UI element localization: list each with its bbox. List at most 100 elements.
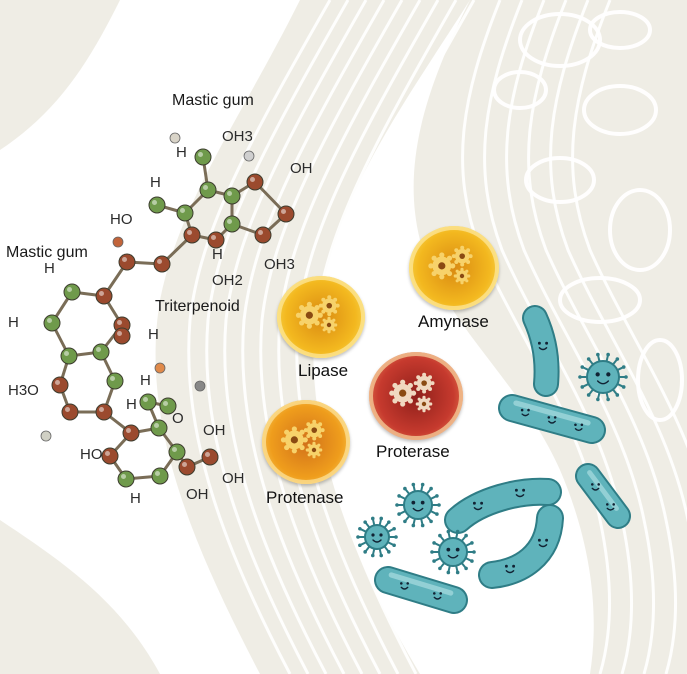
eye xyxy=(472,501,476,505)
atom-highlight xyxy=(105,451,110,456)
gear-icon xyxy=(389,372,435,413)
villus-outline xyxy=(636,338,684,422)
lipase-label: Lipase xyxy=(298,361,349,380)
eye xyxy=(537,341,541,345)
rod-bacterium-icon xyxy=(444,477,562,534)
eye xyxy=(597,483,600,486)
triterpenoid-label: Triterpenoid xyxy=(155,298,240,315)
smile xyxy=(538,347,548,351)
atom-highlight xyxy=(64,351,69,356)
intestine-fold-line xyxy=(505,0,655,674)
amylase-enzyme xyxy=(409,226,499,310)
eye xyxy=(514,488,518,492)
atom-highlight xyxy=(96,347,101,352)
gear-icon xyxy=(280,419,325,459)
hydrogen-atom xyxy=(154,362,166,374)
atom-highlight xyxy=(117,320,122,325)
eye xyxy=(606,503,609,506)
atom-label: HO xyxy=(110,211,133,228)
atom-label: OH xyxy=(186,486,209,503)
eye xyxy=(553,416,557,419)
atom-highlight xyxy=(180,208,185,213)
atom-highlight xyxy=(122,257,127,262)
atom-highlight xyxy=(227,219,232,224)
hydrogen-atom xyxy=(194,380,206,392)
smile xyxy=(548,420,556,424)
atom-label: H3O xyxy=(8,382,39,399)
atom-label: OH xyxy=(290,160,313,177)
eye xyxy=(537,538,541,542)
atom-label: H xyxy=(126,396,137,413)
hydrogen-atom xyxy=(40,430,52,442)
eye xyxy=(612,503,615,506)
atom-highlight xyxy=(47,318,52,323)
atom-highlight xyxy=(65,407,70,412)
rod-bacterium-icon xyxy=(522,305,560,397)
eye xyxy=(446,547,451,552)
villus-outline xyxy=(518,12,602,68)
atom-highlight xyxy=(155,471,160,476)
atom-label: H xyxy=(150,174,161,191)
atom-label: H xyxy=(176,144,187,161)
intestine-fold-line xyxy=(527,0,677,674)
atom-label: O xyxy=(172,410,184,427)
atom-highlight xyxy=(154,423,159,428)
intestine-fold xyxy=(0,520,160,674)
smile xyxy=(574,428,583,432)
eye xyxy=(547,416,551,419)
spiky-microbe-icon xyxy=(430,529,476,575)
lipase-enzyme xyxy=(277,276,365,358)
atom-highlight xyxy=(121,474,126,479)
smile xyxy=(521,413,530,417)
protease-label: Proterase xyxy=(376,442,450,461)
smile xyxy=(596,380,610,385)
hydrogen-atom xyxy=(243,150,255,162)
smile xyxy=(591,487,600,491)
eye xyxy=(591,483,594,486)
eye xyxy=(520,408,524,412)
atom-label: H xyxy=(44,260,55,277)
atom-highlight xyxy=(198,152,203,157)
villus-outline xyxy=(582,84,658,136)
atom-label: HO xyxy=(80,446,103,463)
eye xyxy=(512,564,516,568)
atom-highlight xyxy=(227,191,232,196)
eye xyxy=(606,372,611,377)
eye xyxy=(580,423,584,427)
smile xyxy=(515,494,525,498)
smile xyxy=(372,539,382,543)
smile xyxy=(606,507,615,511)
atom-label: H xyxy=(212,246,223,263)
eye xyxy=(379,533,383,537)
smile xyxy=(447,554,459,559)
atom-label: OH xyxy=(203,422,226,439)
intestine-fold-line xyxy=(205,0,350,674)
atom-label: H xyxy=(130,490,141,507)
smile xyxy=(433,596,442,600)
atom-label: OH3 xyxy=(264,256,295,273)
hydrogen-atom xyxy=(169,132,181,144)
intestine-fold-line xyxy=(259,0,404,674)
eye xyxy=(527,408,530,412)
atom-highlight xyxy=(99,407,104,412)
villus-outline xyxy=(588,10,652,50)
atom-highlight xyxy=(126,428,131,433)
smile xyxy=(473,507,483,511)
atom-label: H xyxy=(140,372,151,389)
eye xyxy=(371,533,375,537)
atom-highlight xyxy=(182,462,187,467)
hydrogen-atom xyxy=(112,236,124,248)
mastic-gum-label-left: Mastic gum xyxy=(6,244,88,261)
atom-highlight xyxy=(163,401,168,406)
rod-bacterium-icon xyxy=(478,504,564,589)
mastic-gum-label-top: Mastic gum xyxy=(172,92,254,109)
atom-highlight xyxy=(67,287,72,292)
eye xyxy=(480,501,484,505)
atom-highlight xyxy=(187,230,192,235)
atom-highlight xyxy=(211,235,216,240)
intestine-fold-line xyxy=(223,0,368,674)
eye xyxy=(406,582,409,585)
atom-highlight xyxy=(203,185,208,190)
atom-highlight xyxy=(258,230,263,235)
